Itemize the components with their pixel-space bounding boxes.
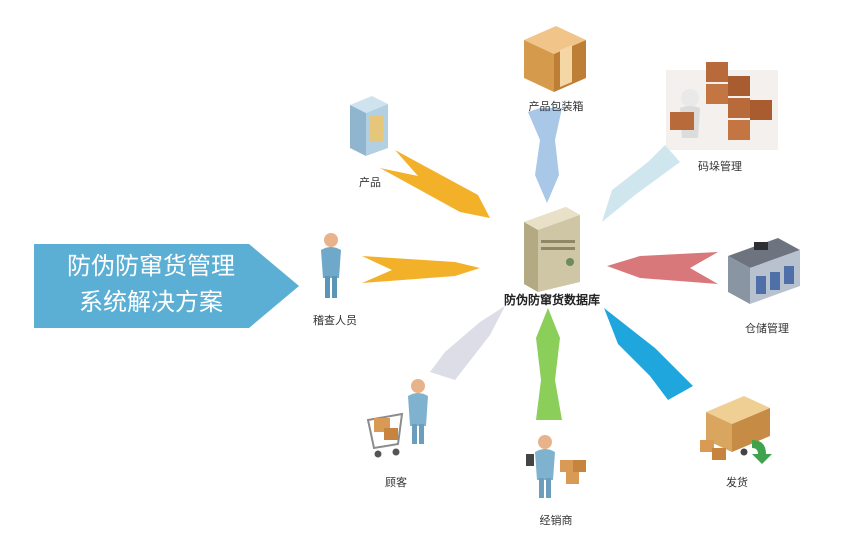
banner-title: 防伪防窜货管理 系统解决方案 <box>36 248 266 320</box>
node-label-product: 产品 <box>359 175 381 189</box>
title-banner <box>34 244 299 328</box>
hub-label: 防伪防窜货数据库 <box>504 292 600 307</box>
stacking-icon <box>666 62 778 150</box>
arrow-inspector-to-db <box>362 256 480 283</box>
package-box-icon <box>524 26 586 92</box>
node-label-package: 产品包装箱 <box>529 99 584 113</box>
node-label-dealer: 经销商 <box>540 513 573 527</box>
arrow-stacking-to-db <box>602 145 680 222</box>
arrow-package-to-db <box>528 108 562 203</box>
dealer-icon <box>526 435 586 498</box>
node-label-warehouse: 仓储管理 <box>745 321 789 335</box>
shipping-truck-icon <box>700 396 772 464</box>
node-label-customer: 顾客 <box>385 475 407 489</box>
arrow-dealer-to-db <box>536 308 562 420</box>
arrow-product-to-db <box>380 150 490 218</box>
inspector-person-icon <box>321 233 341 298</box>
node-label-shipping: 发货 <box>726 475 748 489</box>
arrow-warehouse-to-db <box>607 252 718 284</box>
node-label-stacking: 码垛管理 <box>698 159 742 173</box>
warehouse-icon <box>728 238 800 304</box>
product-icon <box>350 96 388 156</box>
customer-cart-icon <box>366 379 428 458</box>
arrow-customer-to-db <box>430 306 505 380</box>
banner-title-line2: 系统解决方案 <box>79 288 223 316</box>
arrows <box>362 108 718 420</box>
banner-title-line1: 防伪防窜货管理 <box>67 252 235 280</box>
arrow-shipping-to-db <box>604 308 693 400</box>
database-server-icon <box>524 207 580 292</box>
node-label-inspector: 稽查人员 <box>313 313 357 327</box>
